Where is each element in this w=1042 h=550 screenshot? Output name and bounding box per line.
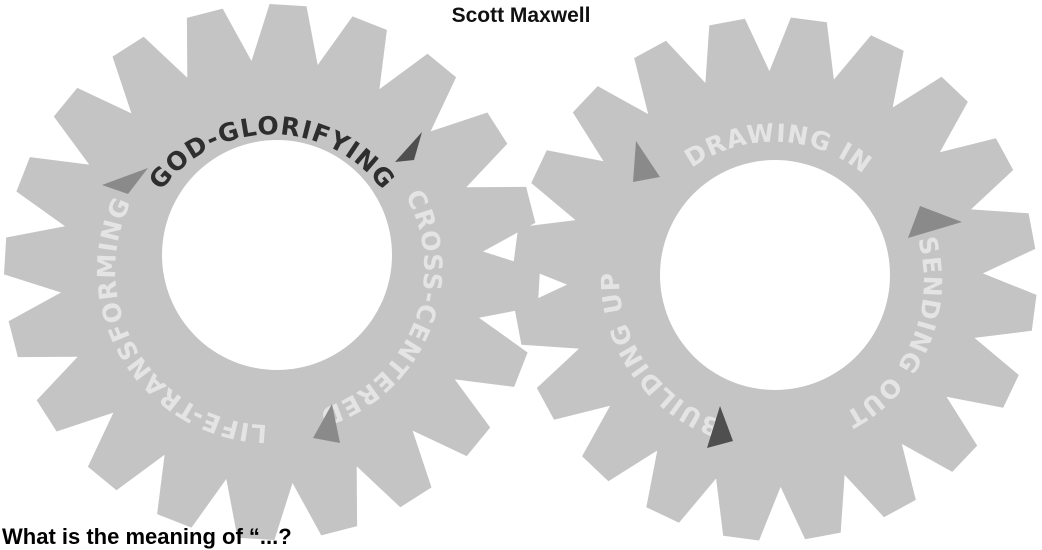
bottom-question: What is the meaning of “...? (2, 524, 292, 550)
right-gear-hub (660, 160, 890, 390)
left-gear-hub (162, 140, 392, 370)
right-gear: DRAWING IN SENDING OUT BUILDING UP (514, 18, 1037, 541)
left-gear: GOD-GLORIFYING CROSS-CENTERED LIFE-TRANS… (4, 4, 540, 540)
author-title: Scott Maxwell (0, 4, 1042, 28)
